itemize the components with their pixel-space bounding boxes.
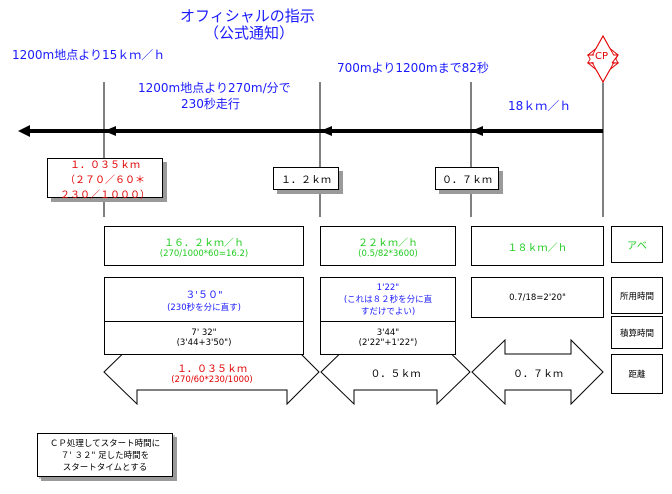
speed-3-value: １８ｋｍ／ｈ: [507, 242, 568, 254]
distance-2-value: ０．５ｋｍ: [370, 368, 421, 380]
speed-2-formula: (0.5/82*3600): [358, 248, 418, 259]
time-box-3: 0.7/18=2'20": [471, 277, 604, 318]
distance-box-4: 距離: [611, 354, 663, 394]
cumulative-box-1: 7' 32" (3'44+3'50"): [104, 321, 304, 355]
note-box: ＣＰ処理してスタート時間に ７' ３２" 足した時間を スタートタイムとする: [37, 433, 173, 477]
time-box-1: ３'５０" (230秒を分に直す): [104, 277, 304, 322]
annotation-middle-line2: 230秒走行: [181, 97, 240, 111]
speed-2-value: ２２ｋｍ／ｈ: [358, 237, 418, 249]
time-1-note: (230秒を分に直す): [167, 303, 241, 313]
cumulative-2-formula: (2'22"+1'22"): [358, 338, 418, 348]
speed-1-formula: (270/1000*60=16.2): [159, 248, 249, 259]
cumulative-1-value: 7' 32": [191, 328, 217, 338]
cumulative-4-label: 積算時間: [619, 328, 654, 339]
annotation-right-top: 700mより1200mまで82秒: [337, 61, 489, 75]
distance-1-value: １．０３５ｋｍ: [177, 363, 247, 375]
distance-1-label: １．０３５ｋｍ (270/60*230/1000): [137, 354, 287, 390]
annotation-right-speed: 18ｋｍ／ｈ: [508, 99, 572, 113]
distance-3-value: ０．７ｋｍ: [513, 368, 563, 380]
speed-1-value: １６．２ｋｍ／ｈ: [164, 237, 244, 249]
distance-2-label: ０．５ｋｍ: [354, 354, 437, 390]
time-2-line3: すだけでよい): [360, 306, 416, 317]
cumulative-box-2: 3'44" (2'22"+1'22"): [320, 321, 456, 355]
speed-box-3: １８ｋｍ／ｈ: [471, 226, 604, 266]
time-4-label: 所用時間: [619, 291, 654, 302]
marker-1-line2: （２７０／６０＊: [65, 174, 145, 186]
cp-label: CP: [595, 51, 609, 62]
arrowhead-marker-2: [320, 126, 332, 136]
time-2-line1: 1'22": [376, 282, 400, 293]
cumulative-1-formula: (3'44+3'50"): [176, 338, 232, 348]
note-line3: スタートタイムとする: [62, 463, 148, 473]
arrowhead-left-end: [18, 125, 30, 137]
note-line2: ７' ３２" 足した時間を: [60, 451, 150, 461]
speed-box-1: １６．２ｋｍ／ｈ (270/1000*60=16.2): [104, 226, 304, 266]
marker-2-label: １．２ｋｍ: [281, 175, 331, 186]
marker-1-line1: １．０３５ｋｍ: [70, 159, 140, 171]
title-line2: （公式通知）: [204, 24, 295, 42]
arrowhead-marker-3: [471, 126, 483, 136]
time-2-line2: (これは８２秒を分に直: [343, 294, 433, 305]
speed-box-2: ２２ｋｍ／ｈ (0.5/82*3600): [320, 226, 456, 266]
distance-4-label: 距離: [628, 370, 646, 380]
time-1-value: ３'５０": [185, 290, 223, 301]
cumulative-2-value: 3'44": [376, 328, 400, 338]
time-3-value: 0.7/18=2'20": [509, 292, 566, 303]
time-box-4: 所用時間: [611, 277, 663, 314]
marker-1-line3: ２３０／１０００）: [60, 189, 150, 201]
annotation-middle-line1: 1200m地点より270m/分で: [138, 81, 291, 95]
marker-box-3: ０．７ｋｍ: [435, 167, 499, 190]
distance-arrow-3: [471, 338, 604, 406]
time-box-2: 1'22" (これは８２秒を分に直 すだけでよい): [320, 277, 456, 322]
arrowhead-marker-1: [104, 126, 116, 136]
title-line1: オフィシャルの指示: [180, 7, 315, 25]
annotation-left-top: 1200m地点より15ｋｍ／ｈ: [12, 48, 166, 62]
marker-3-label: ０．７ｋｍ: [442, 175, 492, 186]
distance-1-formula: (270/60*230/1000): [171, 374, 253, 385]
marker-box-2: １．２ｋｍ: [273, 167, 339, 190]
cumulative-box-4: 積算時間: [611, 316, 663, 349]
speed-box-4: アベ: [611, 226, 663, 263]
note-line1: ＣＰ処理してスタート時間に: [49, 439, 161, 449]
marker-box-1: １．０３５ｋｍ （２７０／６０＊ ２３０／１０００）: [47, 158, 163, 201]
speed-4-label: アベ: [627, 241, 647, 252]
distance-3-label: ０．７ｋｍ: [505, 354, 571, 390]
